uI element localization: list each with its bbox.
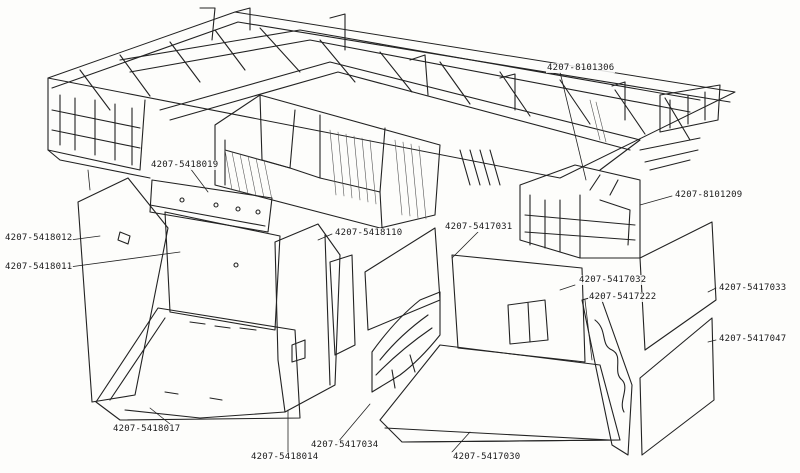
leader-lines bbox=[61, 71, 717, 453]
label-4207-5418110: 4207-5418110 bbox=[334, 228, 404, 238]
label-4207-5418014: 4207-5418014 bbox=[250, 452, 320, 462]
label-4207-5418017: 4207-5418017 bbox=[112, 424, 182, 434]
frame-hatching bbox=[224, 99, 607, 220]
label-4207-5417222: 4207-5417222 bbox=[588, 292, 658, 302]
left-compartment-panels bbox=[77, 177, 356, 421]
label-4207-5417034: 4207-5417034 bbox=[310, 440, 380, 450]
label-4207-5417033: 4207-5417033 bbox=[718, 283, 788, 293]
label-4207-5418011: 4207-5418011 bbox=[4, 262, 74, 272]
label-4207-5418012: 4207-5418012 bbox=[4, 233, 74, 243]
label-4207-5417032: 4207-5417032 bbox=[578, 275, 648, 285]
label-4207-5417031: 4207-5417031 bbox=[444, 222, 514, 232]
label-4207-5418019: 4207-5418019 bbox=[150, 160, 220, 170]
label-4207-8101306: 4207-8101306 bbox=[546, 63, 616, 73]
right-compartment-panels bbox=[364, 221, 717, 456]
label-4207-5417047: 4207-5417047 bbox=[718, 334, 788, 344]
label-4207-8101209: 4207-8101209 bbox=[674, 190, 744, 200]
frame-assembly bbox=[47, 7, 736, 259]
label-4207-5417030: 4207-5417030 bbox=[452, 452, 522, 462]
